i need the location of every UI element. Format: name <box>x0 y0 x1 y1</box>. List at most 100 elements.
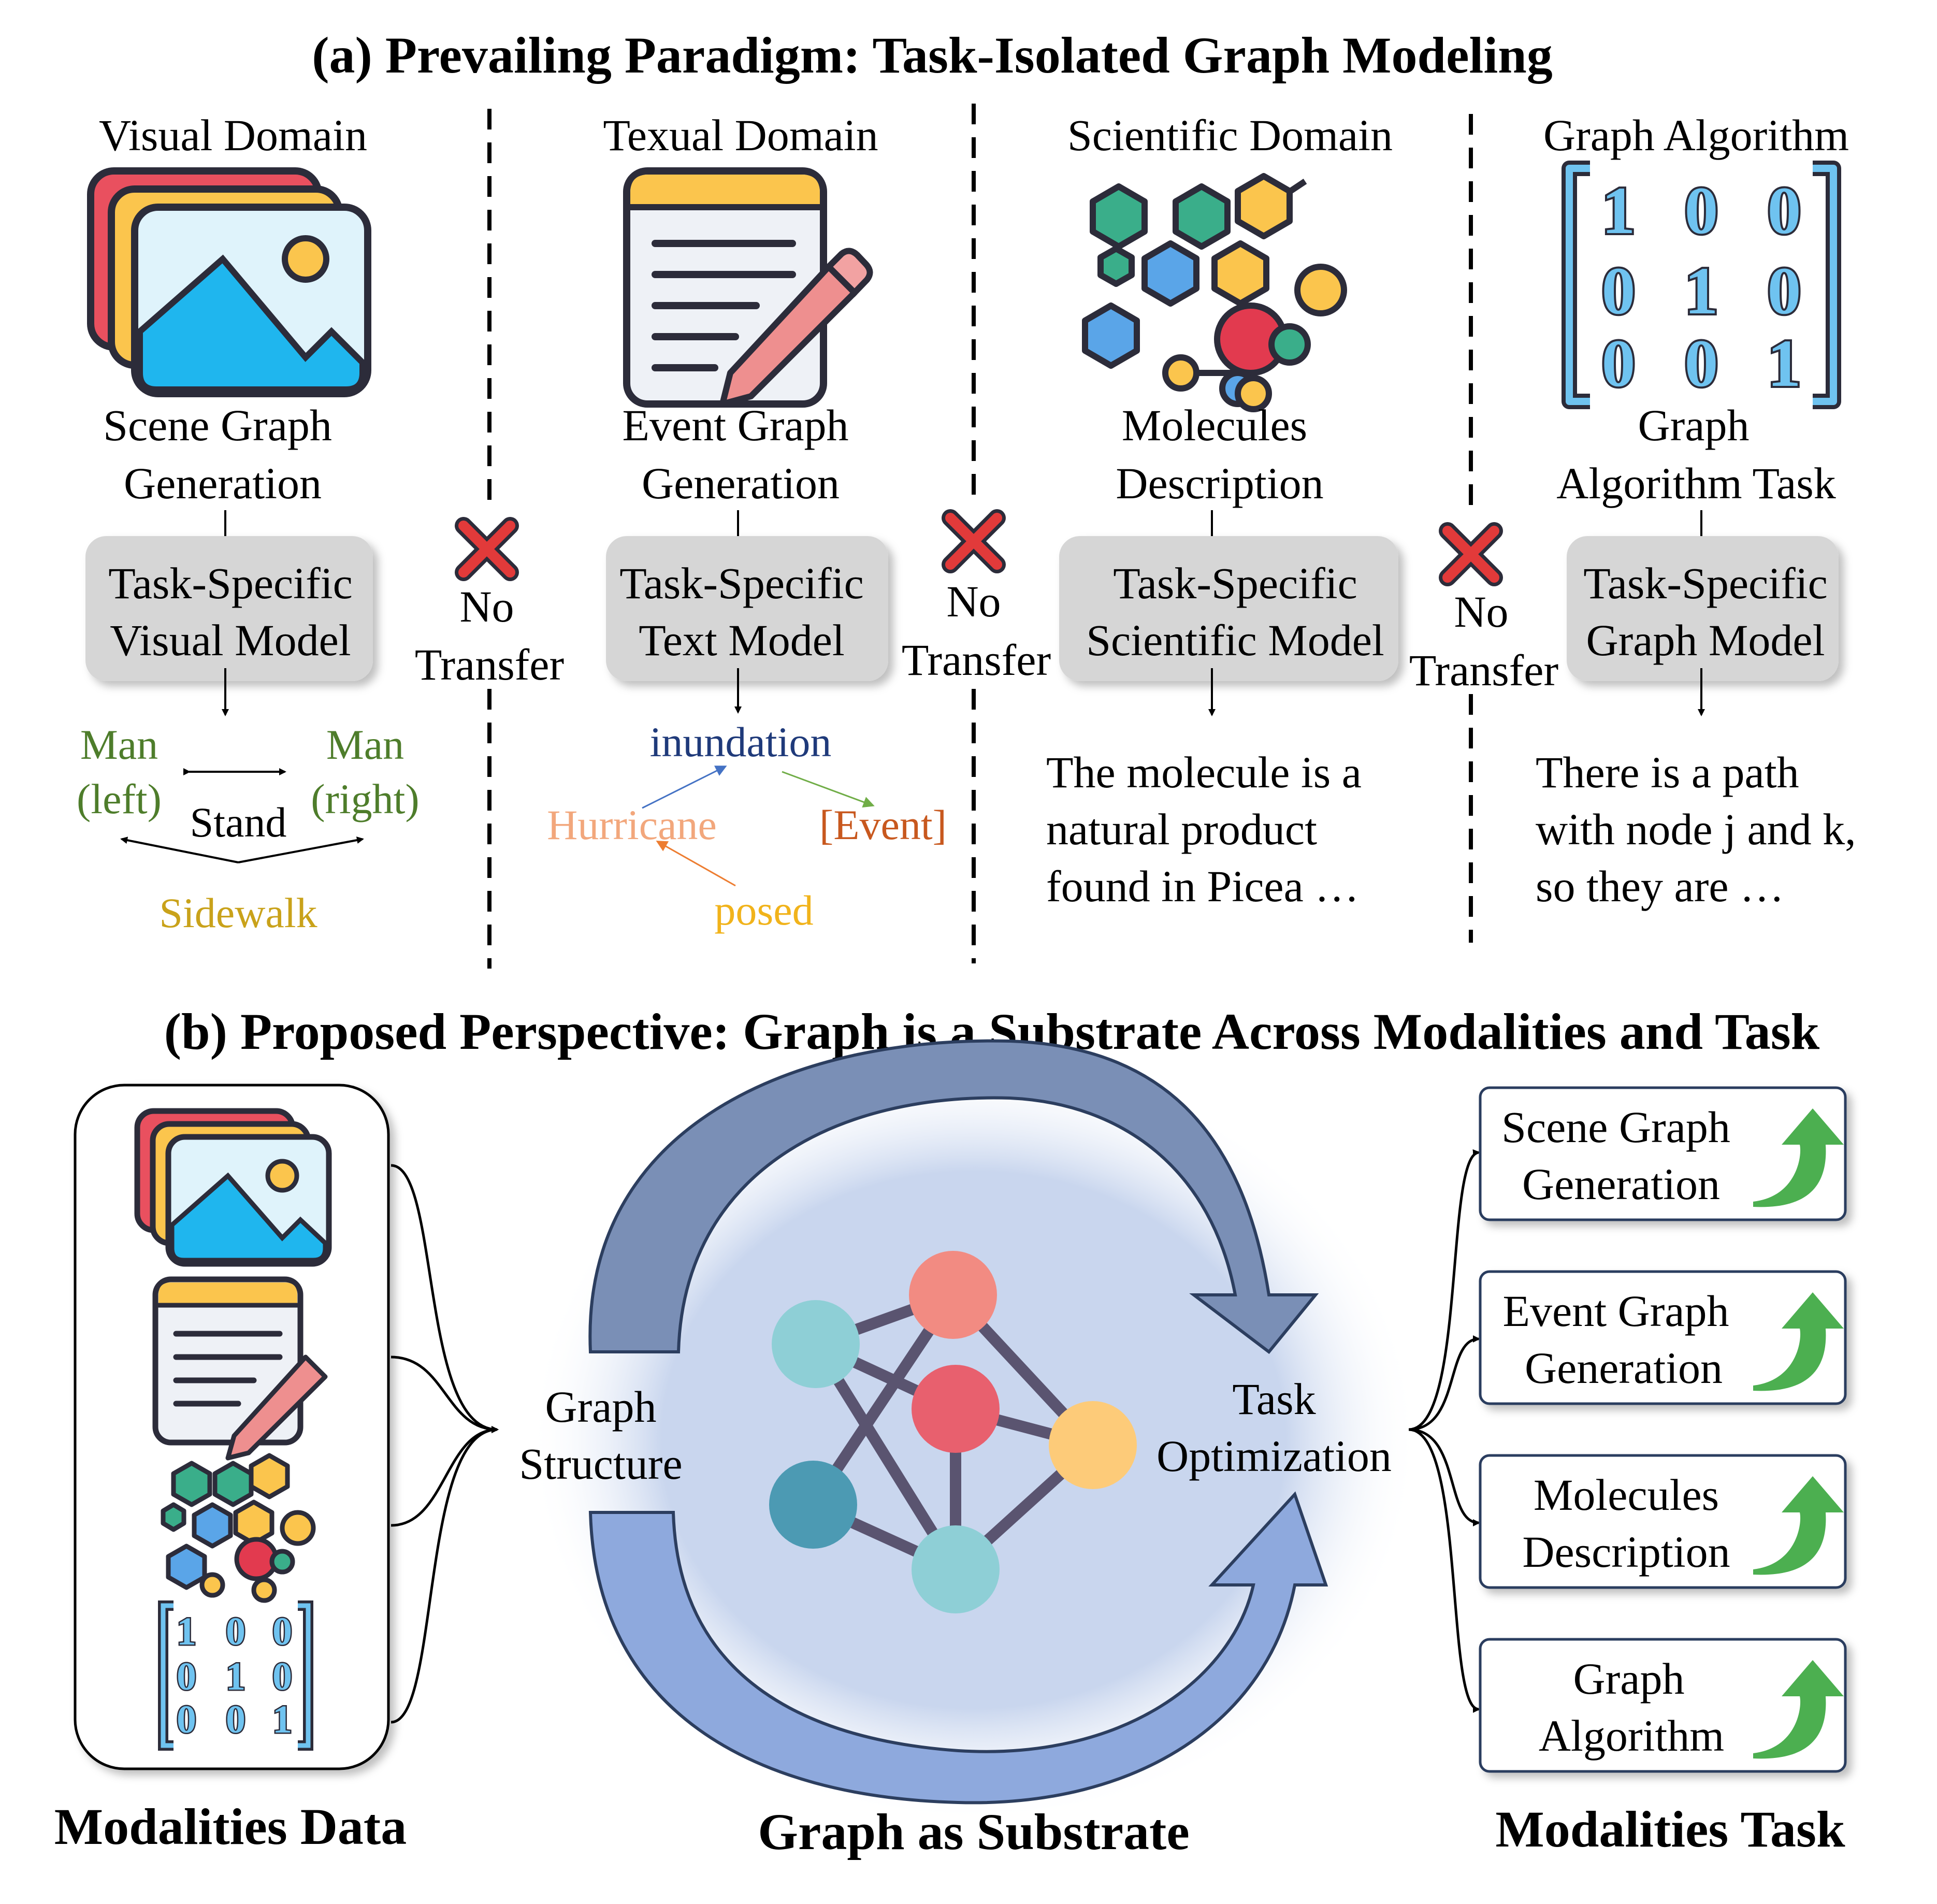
sg-man-right-1: Man <box>326 721 404 768</box>
model-box-scientific <box>1059 536 1398 681</box>
scientific-output-line1: The molecule is a <box>1046 747 1362 797</box>
matrix-a-r1c3: 0 <box>1768 174 1801 248</box>
graph-node-teal-top <box>772 1300 860 1388</box>
graph-output-line2: with node j and k, <box>1536 804 1856 854</box>
task-optimization-line1: Task <box>1232 1374 1316 1424</box>
matrix-a-r3c3: 1 <box>1768 326 1801 401</box>
task-box-4-line2: Algorithm <box>1539 1711 1724 1761</box>
sg-relation-stand: Stand <box>190 799 287 846</box>
cross-icon-1 <box>455 517 519 581</box>
matrix-a-r1c1: 1 <box>1602 174 1636 248</box>
up-arrow-icon <box>1753 1476 1844 1575</box>
model-box-text <box>606 536 888 681</box>
model-visual-line2: Visual Model <box>110 615 351 665</box>
graph-structure-line1: Graph <box>545 1382 657 1432</box>
molecule-icon <box>1082 173 1347 412</box>
task-box-2-line2: Generation <box>1525 1343 1723 1393</box>
task-text-line1: Event Graph <box>622 400 848 450</box>
eg-event: [Event] <box>819 801 947 848</box>
no-transfer-2-line1: No <box>946 576 1001 626</box>
matrix-b-r1c2: 0 <box>226 1610 245 1653</box>
task-box-graph-algorithm: Graph Algorithm <box>1479 1638 1847 1773</box>
no-transfer-3-line1: No <box>1454 587 1508 637</box>
task-box-scene-graph: Scene Graph Generation <box>1479 1086 1847 1221</box>
section-a-title: (a) Prevailing Paradigm: Task-Isolated G… <box>312 26 1553 84</box>
document-pencil-icon <box>623 167 873 408</box>
modalities-task-label: Modalities Task <box>1495 1800 1845 1858</box>
model-box-visual <box>85 536 373 681</box>
task-box-molecules: Molecules Description <box>1479 1454 1847 1589</box>
model-graph-line1: Task-Specific <box>1583 558 1828 608</box>
cycle-arrow-top <box>588 1039 1319 1354</box>
task-visual-line1: Scene Graph <box>103 400 332 450</box>
task-text-line2: Generation <box>642 458 840 508</box>
up-arrow-icon <box>1753 1292 1844 1391</box>
matrix-b-r3c2: 0 <box>226 1698 245 1741</box>
identity-matrix-icon: 1 0 0 0 1 0 0 0 1 <box>1562 161 1841 409</box>
matrix-b-r2c2: 1 <box>226 1655 245 1698</box>
model-text-line1: Task-Specific <box>619 558 864 608</box>
domain-visual-label: Visual Domain <box>99 110 367 160</box>
up-arrow-icon <box>1753 1660 1844 1759</box>
eg-hurricane: Hurricane <box>547 801 717 848</box>
matrix-a-r2c1: 0 <box>1602 254 1636 328</box>
matrix-a-r2c3: 0 <box>1768 254 1801 328</box>
matrix-b-r3c3: 1 <box>272 1698 292 1741</box>
graph-node-yellow <box>1049 1401 1137 1489</box>
matrix-b-r3c1: 0 <box>177 1698 196 1741</box>
matrix-b-r1c1: 1 <box>177 1610 196 1653</box>
no-transfer-3-line2: Transfer <box>1409 645 1558 695</box>
document-pencil-icon-small <box>152 1276 328 1461</box>
identity-matrix-icon-small: 1 0 0 0 1 0 0 0 1 <box>158 1600 313 1751</box>
task-box-3-line2: Description <box>1522 1527 1730 1577</box>
up-arrow-icon <box>1753 1108 1844 1207</box>
graph-node-red <box>912 1365 1000 1453</box>
cycle-arrow-bottom <box>588 1491 1328 1805</box>
optimization-to-tasks-arrows <box>1408 1149 1480 1713</box>
task-box-3-line1: Molecules <box>1534 1470 1719 1520</box>
model-visual-line1: Task-Specific <box>108 558 353 608</box>
image-gallery-icon <box>87 167 371 397</box>
domain-text-label: Texual Domain <box>603 110 878 160</box>
task-box-2-line1: Event Graph <box>1502 1286 1729 1336</box>
matrix-a-r3c2: 0 <box>1685 326 1718 401</box>
modalities-data-label: Modalities Data <box>54 1798 407 1855</box>
model-scientific-line2: Scientific Model <box>1086 615 1384 665</box>
eg-arrow-posed-hurricane <box>656 841 736 887</box>
sg-arrow-to-right <box>238 836 364 863</box>
sg-arrow-to-left <box>120 836 239 863</box>
model-graph-line2: Graph Model <box>1586 615 1825 665</box>
matrix-b-r2c1: 0 <box>177 1655 196 1698</box>
matrix-b-r1c3: 0 <box>272 1610 292 1653</box>
task-graph-line1: Graph <box>1638 400 1750 450</box>
sg-sidewalk: Sidewalk <box>159 889 317 936</box>
matrix-a-r3c1: 0 <box>1602 326 1636 401</box>
domain-graph-label: Graph Algorithm <box>1543 110 1849 160</box>
task-scientific-line1: Molecules <box>1122 400 1307 450</box>
graph-structure-line2: Structure <box>519 1439 682 1489</box>
task-box-event-graph: Event Graph Generation <box>1479 1270 1847 1405</box>
sg-man-right-2: (right) <box>311 775 419 823</box>
image-gallery-icon-small <box>134 1108 332 1267</box>
graph-as-substrate-label: Graph as Substrate <box>758 1803 1189 1860</box>
model-scientific-line1: Task-Specific <box>1113 558 1357 608</box>
data-to-structure-arrows <box>391 1164 499 1724</box>
task-visual-line2: Generation <box>124 458 322 508</box>
graph-node-salmon <box>909 1251 997 1339</box>
eg-arrow-hurricane-inundation <box>642 766 727 809</box>
no-transfer-1-line2: Transfer <box>415 640 564 689</box>
no-transfer-2-line2: Transfer <box>902 635 1051 685</box>
graph-node-dark-teal <box>769 1461 857 1549</box>
graph-node-teal-bottom <box>912 1525 1000 1613</box>
scientific-output-line3: found in Picea … <box>1046 861 1359 911</box>
cross-icon-3 <box>1439 522 1503 586</box>
sg-man-left-1: Man <box>80 721 158 768</box>
task-box-1-line1: Scene Graph <box>1501 1102 1730 1152</box>
sg-man-left-2: (left) <box>77 775 162 823</box>
matrix-b-r2c3: 0 <box>272 1655 292 1698</box>
graph-output-line1: There is a path <box>1536 747 1799 797</box>
eg-posed: posed <box>714 887 813 934</box>
domain-scientific-label: Scientific Domain <box>1067 110 1393 160</box>
graph-output-line3: so they are … <box>1536 861 1784 911</box>
